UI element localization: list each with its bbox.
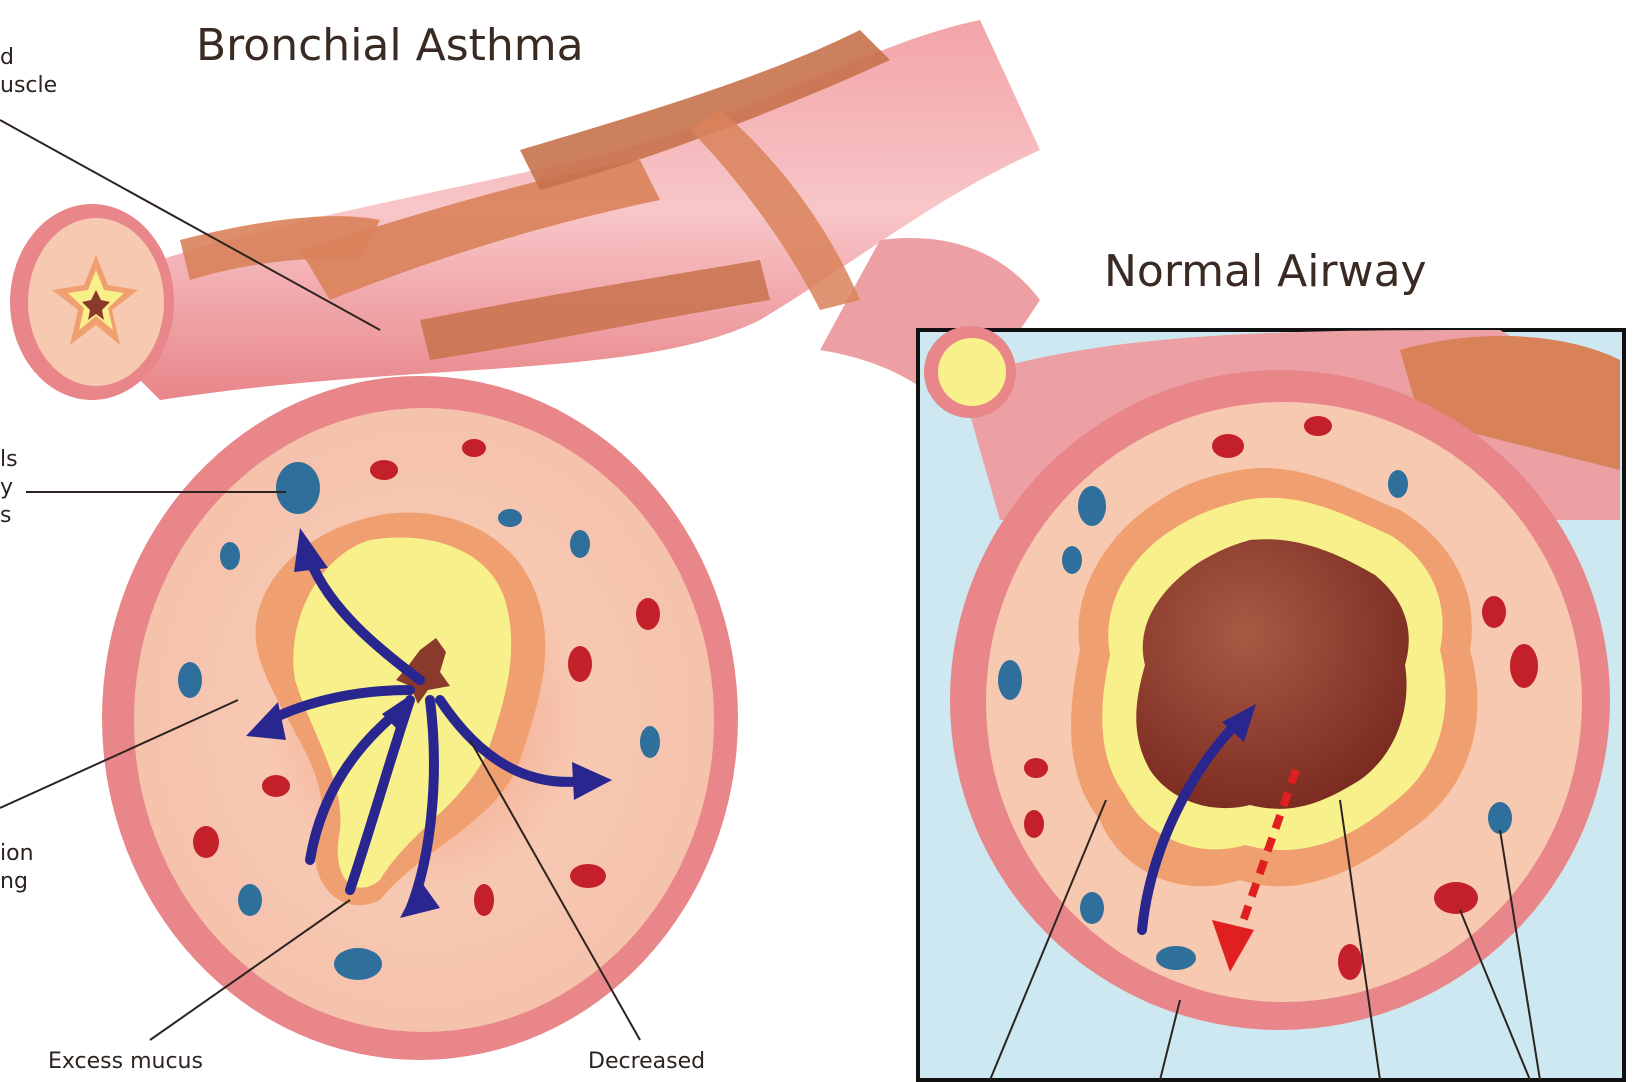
label-top-left-line2: uscle bbox=[0, 72, 57, 100]
label-mid-left-line3: s bbox=[0, 502, 18, 530]
label-low-left-line1: ion bbox=[0, 840, 34, 868]
label-mid-left-line2: y bbox=[0, 474, 18, 502]
label-low-left: ion ng bbox=[0, 840, 34, 896]
label-top-left-line1: d bbox=[0, 44, 57, 72]
normal-airway-inset bbox=[918, 326, 1624, 1080]
label-mid-left-line1: ls bbox=[0, 446, 18, 474]
bronchus-tube bbox=[60, 20, 1040, 420]
label-low-left-line2: ng bbox=[0, 868, 34, 896]
title-normal-airway: Normal Airway bbox=[1104, 246, 1427, 297]
small-airway-section bbox=[10, 204, 174, 400]
label-top-left: d uscle bbox=[0, 44, 57, 100]
title-bronchial-asthma: Bronchial Asthma bbox=[196, 20, 584, 71]
label-mid-left: ls y s bbox=[0, 446, 18, 530]
label-excess-mucus: Excess mucus bbox=[48, 1048, 203, 1076]
label-decreased: Decreased bbox=[588, 1048, 705, 1076]
